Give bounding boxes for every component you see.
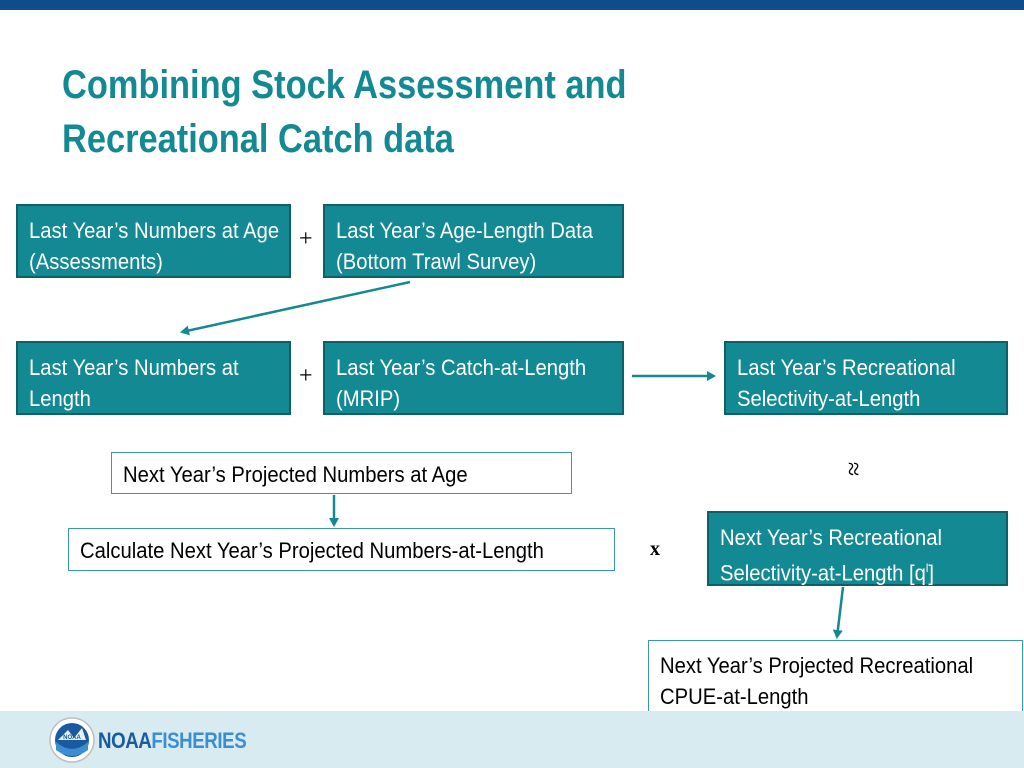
plus-operator-2: +	[299, 363, 313, 389]
age-length-data-box: Last Year’s Age-Length Data (Bottom Traw…	[323, 204, 624, 278]
logo-badge-text: NOAA	[63, 735, 81, 741]
calc-projected-box: Calculate Next Year’s Projected Numbers-…	[68, 528, 615, 571]
times-operator: x	[650, 538, 660, 560]
projected-numbers-age-box: Next Year’s Projected Numbers at Age	[111, 452, 572, 494]
noaa-fisheries-wordmark: NOAAFISHERIES	[98, 728, 247, 753]
catch-at-length-box: Last Year’s Catch-at-Length (MRIP)	[323, 341, 624, 415]
plus-operator-1: +	[299, 226, 313, 252]
header-bar	[0, 0, 1024, 10]
numbers-at-age-box: Last Year’s Numbers at Age (Assessments)	[16, 204, 291, 278]
next-rec-selectivity-box: Next Year’s Recreational Selectivity-at-…	[707, 511, 1008, 586]
projected-cpue-box: Next Year’s Projected Recreational CPUE-…	[648, 640, 1023, 713]
numbers-at-length-box: Last Year’s Numbers at Length	[16, 341, 291, 415]
arrow-selectivity-to-cpue	[832, 586, 845, 639]
noaa-logo-icon: NOAA	[49, 717, 95, 763]
arrow-age-length-to-numbers-length	[180, 280, 411, 336]
rec-selectivity-box: Last Year’s Recreational Selectivity-at-…	[724, 341, 1008, 415]
footer-bar	[0, 711, 1024, 768]
slide-title: Combining Stock Assessment and Recreatio…	[62, 63, 627, 161]
